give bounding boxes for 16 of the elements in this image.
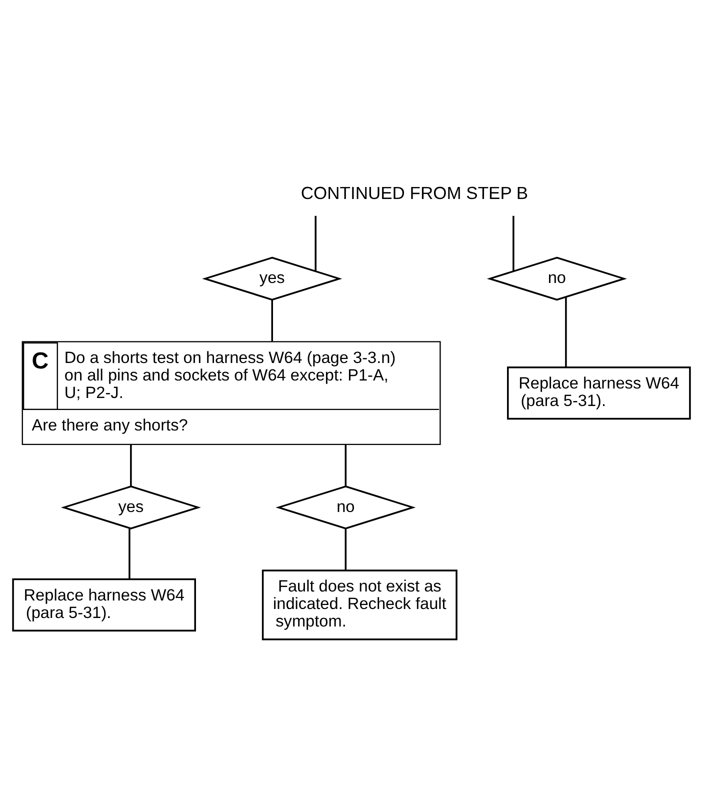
connector — [344, 528, 347, 570]
connector — [512, 215, 514, 271]
node-diamond: no — [486, 256, 627, 300]
node-box: Replace harness W64 (para 5-31). — [12, 578, 196, 631]
node-diamond: yes — [202, 256, 342, 300]
node-diamond: yes — [60, 485, 201, 529]
connector — [128, 528, 130, 579]
connector — [314, 215, 316, 271]
node-box: Replace harness W64 (para 5-31). — [507, 366, 691, 420]
node-text: CONTINUED FROM STEP B — [300, 182, 528, 202]
connector — [271, 300, 274, 341]
connector — [130, 444, 132, 486]
node-box: Fault does not exist as indicated. Recheck fault symptom. — [262, 569, 458, 640]
connector — [344, 444, 347, 486]
node-diamond: no — [276, 485, 416, 529]
connector — [565, 296, 567, 367]
